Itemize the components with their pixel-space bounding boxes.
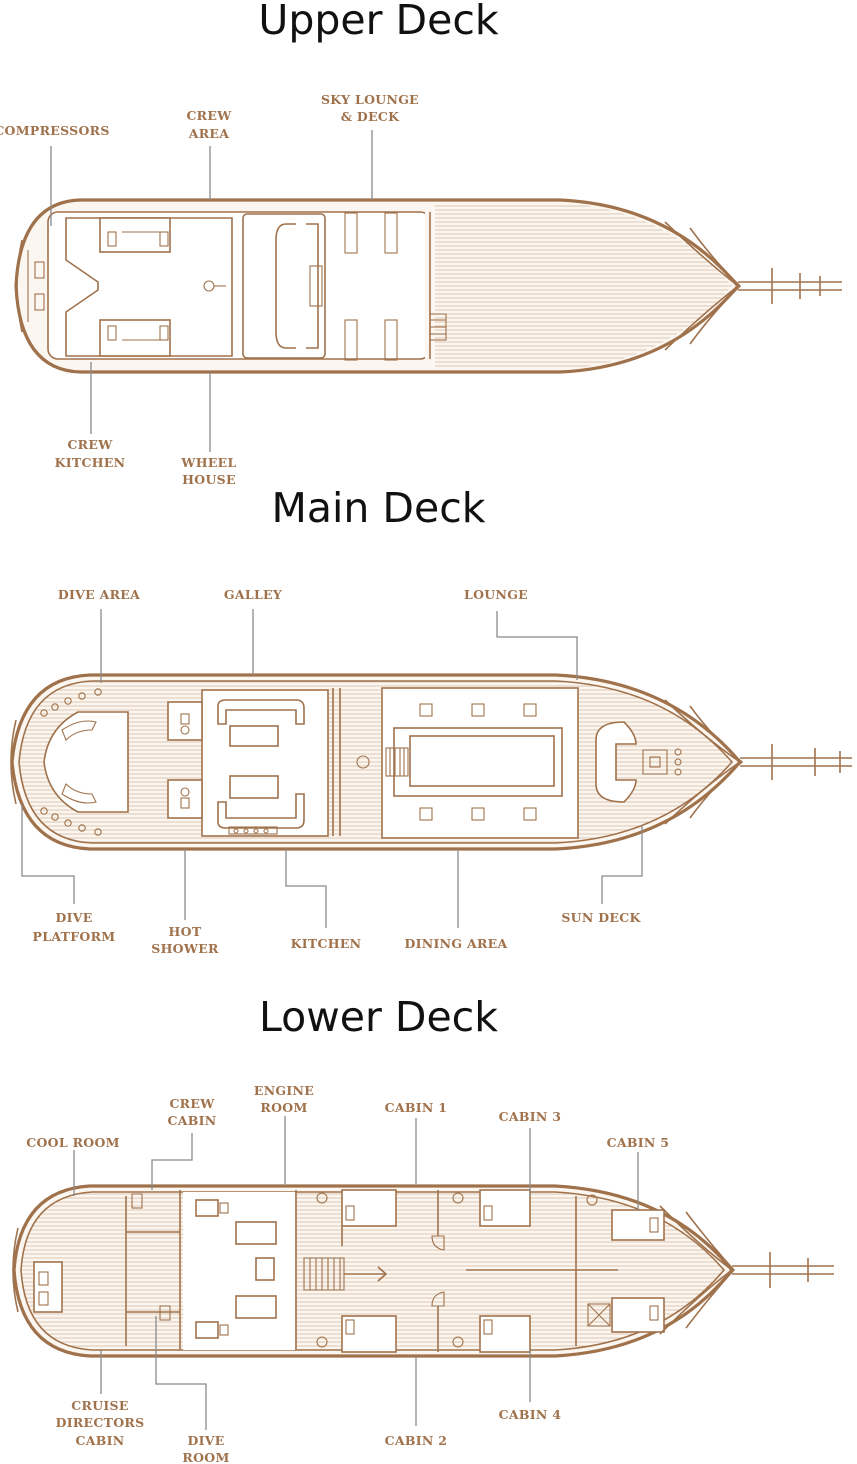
label-cabin-5: CABIN 5: [607, 1135, 670, 1150]
galley-room: [201, 689, 329, 837]
label-lounge: LOUNGE: [464, 587, 528, 602]
label-cool-room: COOL ROOM: [26, 1135, 120, 1150]
label-cruise-directors-3: CABIN: [76, 1433, 125, 1448]
label-engine-room: ENGINE: [254, 1083, 314, 1098]
label-dive-room-2: ROOM: [182, 1450, 229, 1464]
label-dining-area: DINING AREA: [404, 936, 507, 951]
label-galley: GALLEY: [224, 587, 283, 602]
label-wheel-house-2: HOUSE: [182, 472, 236, 487]
label-dive-platform-2: PLATFORM: [33, 929, 116, 944]
label-engine-room-2: ROOM: [260, 1100, 307, 1115]
label-cabin-3: CABIN 3: [499, 1109, 562, 1124]
label-kitchen: KITCHEN: [291, 936, 362, 951]
label-dive-platform: DIVE: [55, 910, 92, 925]
label-sun-deck: SUN DECK: [561, 910, 641, 925]
lower-deck-plan: [12, 1116, 834, 1430]
label-sky-lounge: SKY LOUNGE: [321, 92, 419, 107]
dining-table: [409, 735, 555, 787]
main-deck-plan: [10, 609, 852, 928]
label-hot-shower-2: SHOWER: [151, 941, 219, 956]
upper-deck-plan: [14, 130, 842, 452]
label-crew-cabin-2: CABIN: [168, 1113, 217, 1128]
main-deck-title: Main Deck: [271, 484, 486, 532]
sun-deck-seat: [595, 721, 637, 803]
label-dive-room: DIVE: [187, 1433, 224, 1448]
label-wheel-house: WHEEL: [180, 455, 236, 470]
label-sky-lounge-2: & DECK: [341, 109, 400, 124]
cabin-5-room: [611, 1209, 665, 1241]
label-crew-kitchen-2: KITCHEN: [55, 455, 126, 470]
label-cabin-2: CABIN 2: [385, 1433, 448, 1448]
label-cabin-1: CABIN 1: [385, 1100, 448, 1115]
wheel-house-room: [242, 213, 326, 359]
lower-deck-title: Lower Deck: [259, 993, 498, 1041]
label-dive-area: DIVE AREA: [58, 587, 140, 602]
label-crew-cabin: CREW: [169, 1096, 215, 1111]
label-compressors: COMPRESSORS: [0, 123, 110, 138]
hot-shower-2: [167, 779, 203, 819]
cabin-3-room: [479, 1189, 531, 1227]
label-crew-area: CREW: [186, 108, 232, 123]
label-cruise-directors: CRUISE: [71, 1398, 128, 1413]
label-cruise-directors-2: DIRECTORS: [56, 1415, 145, 1430]
upper-deck-title: Upper Deck: [258, 0, 499, 44]
label-crew-area-2: AREA: [188, 126, 230, 141]
label-crew-kitchen: CREW: [67, 437, 113, 452]
label-hot-shower: HOT: [169, 924, 202, 939]
label-cabin-4: CABIN 4: [499, 1407, 562, 1422]
cabin-1-room: [341, 1189, 397, 1227]
